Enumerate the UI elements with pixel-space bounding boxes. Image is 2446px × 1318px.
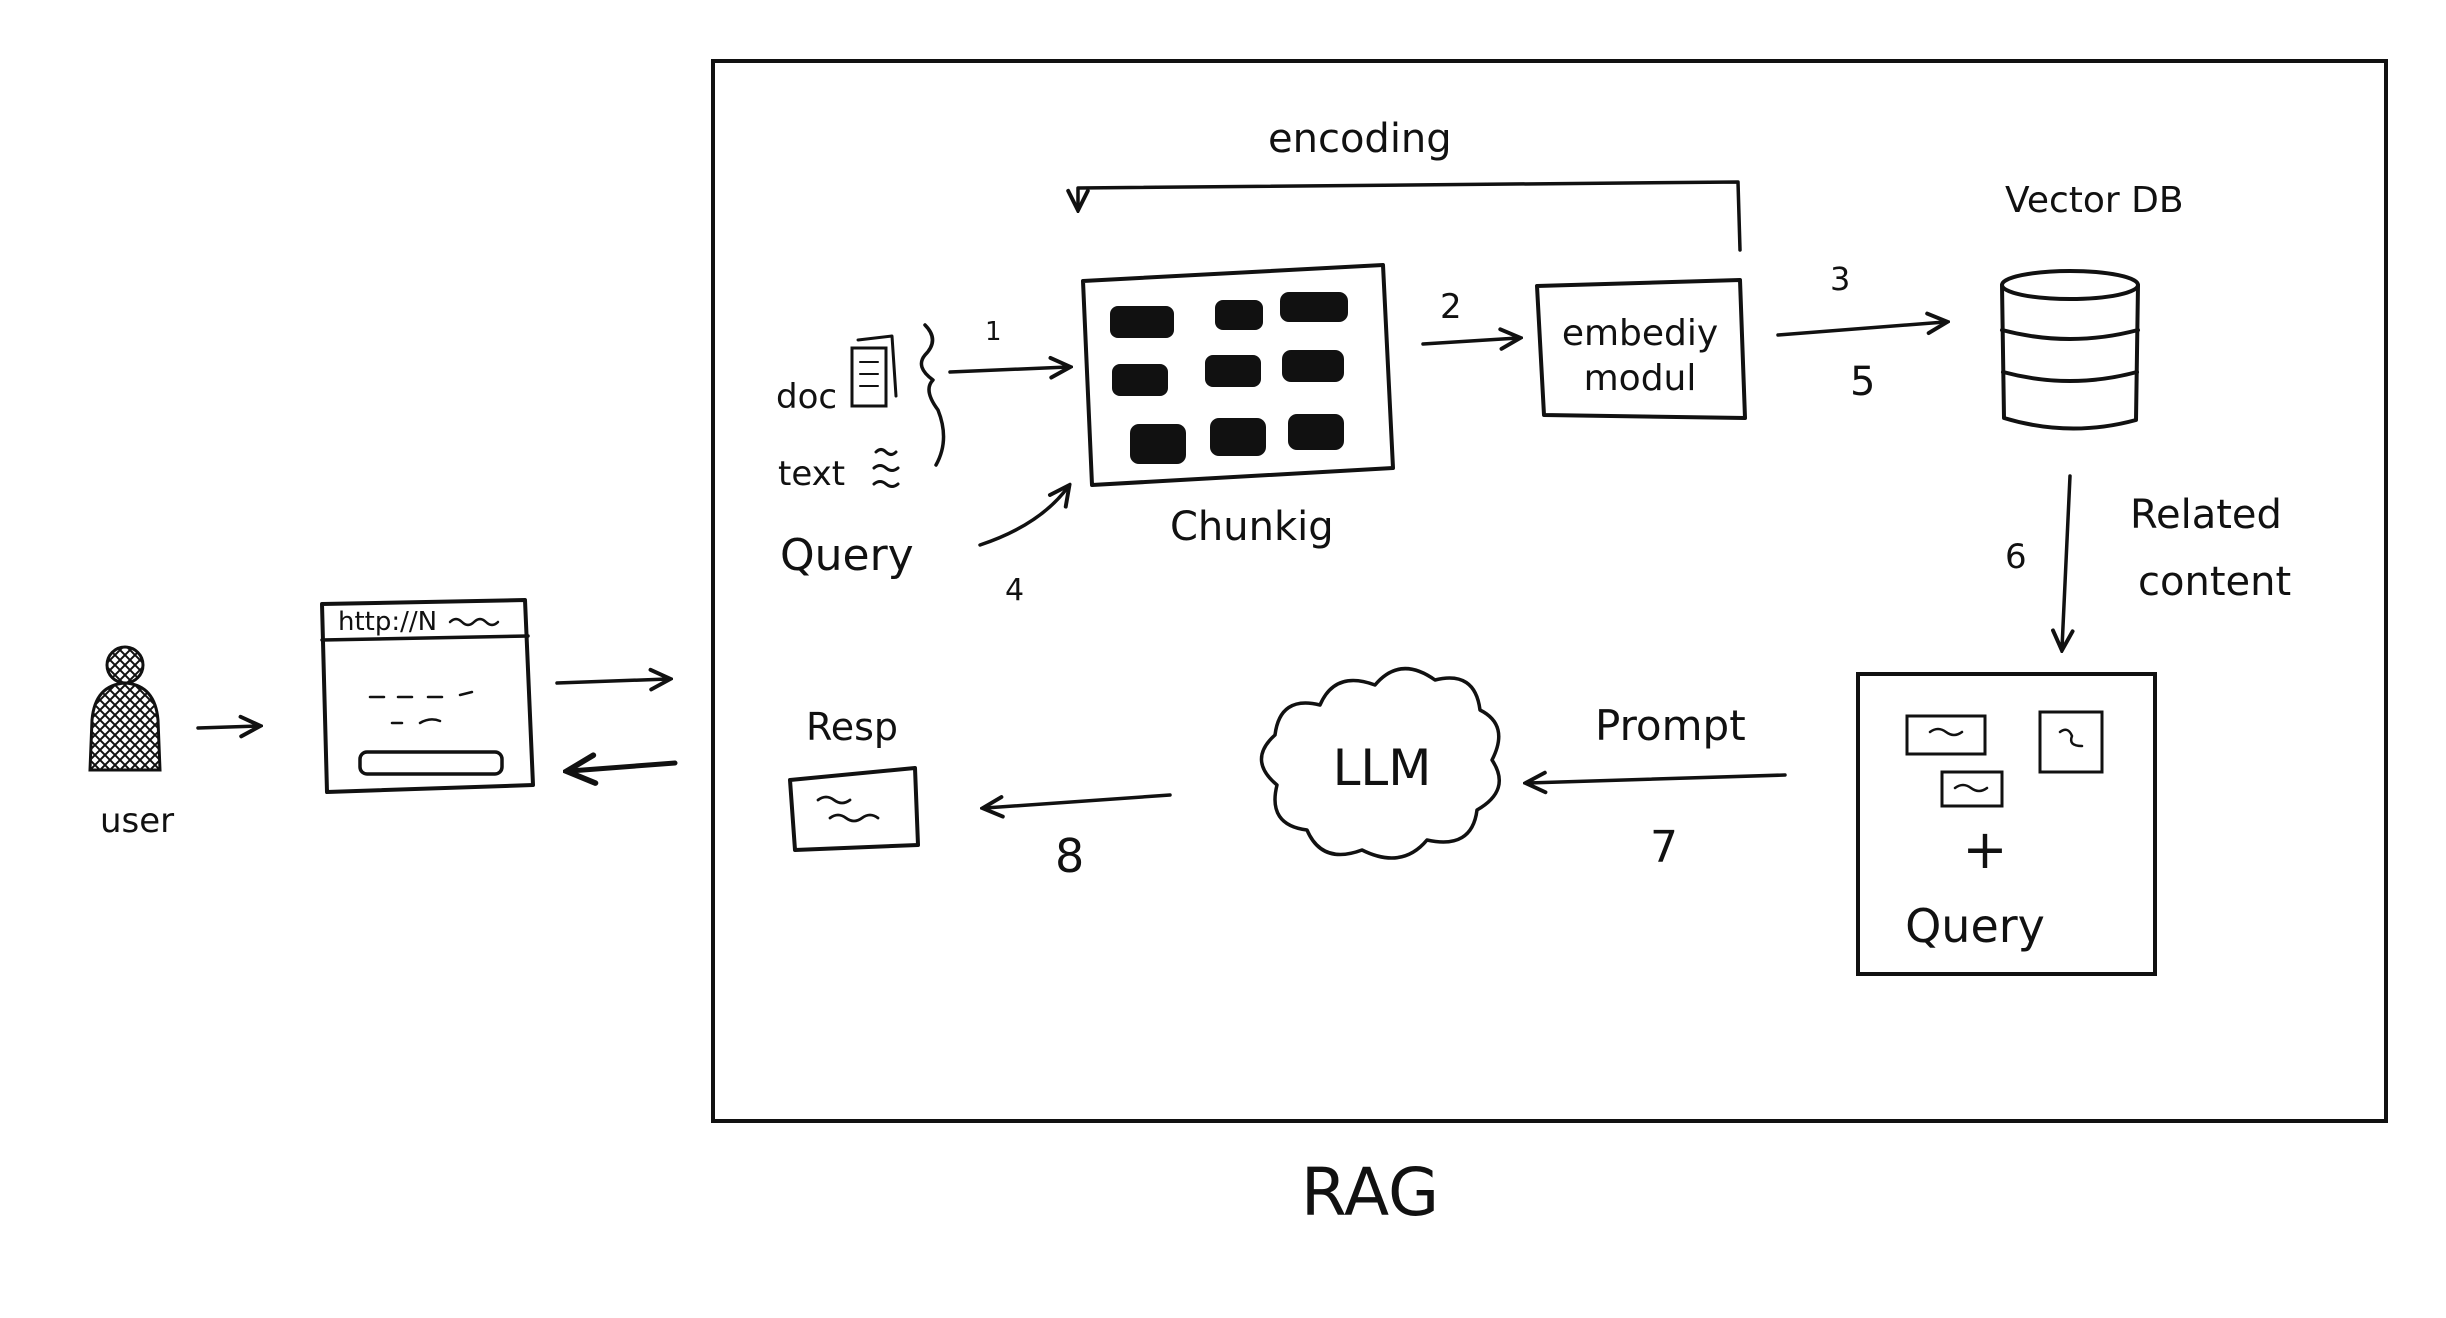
arrow-rag-to-browser: [570, 763, 678, 771]
arrow-step-7-prompt: [1528, 775, 1787, 783]
encoding-label: encoding: [1268, 116, 1452, 162]
combined-query-label: Query: [1905, 899, 2045, 953]
context-query-box: [1856, 672, 2157, 976]
prompt-label: Prompt: [1595, 701, 1746, 750]
chunk-block: [1210, 418, 1266, 456]
step-1-label: 1: [985, 317, 1002, 347]
embedding-label-line2: modul: [1584, 358, 1697, 399]
browser-window-icon: [320, 598, 535, 794]
context-snippets-icon: [1905, 710, 2104, 808]
chunk-block: [1215, 300, 1263, 330]
step-7-label: 7: [1650, 822, 1678, 873]
chunking-label: Chunkig: [1170, 504, 1334, 550]
user-figure-icon: [88, 645, 162, 772]
plus-sign: +: [1962, 818, 2007, 881]
chunk-block: [1282, 350, 1344, 382]
llm-label: LLM: [1333, 739, 1432, 797]
step-8-label: 8: [1055, 829, 1084, 883]
arrow-step-6: [2062, 474, 2070, 648]
step-5-label: 5: [1850, 359, 1875, 405]
input-brace: [919, 323, 946, 467]
arrow-user-to-browser: [196, 726, 258, 728]
arrow-step-3-5: [1776, 322, 1945, 337]
step-6-label: 6: [2005, 537, 2027, 577]
llm-cloud-icon: [1259, 666, 1501, 860]
chunk-block: [1110, 306, 1174, 338]
query-input-label: Query: [780, 530, 914, 581]
user-label: user: [100, 801, 174, 841]
encoding-feedback-arrow: [1078, 180, 1742, 252]
related-content-line1: Related: [2130, 492, 2282, 538]
embedding-module-box: [1535, 278, 1747, 420]
step-2-label: 2: [1440, 287, 1462, 327]
related-content-line2: content: [2138, 559, 2291, 605]
chunk-block: [1112, 364, 1168, 396]
diagram-caption: RAG: [1301, 1154, 1439, 1231]
embedding-label-line1: embediy: [1562, 313, 1718, 354]
rag-frame: [711, 59, 2388, 1123]
arrow-step-1: [948, 367, 1068, 372]
doc-label: doc: [776, 377, 837, 417]
chunk-block: [1288, 414, 1344, 450]
response-label: Resp: [806, 705, 898, 749]
arrow-browser-to-rag: [555, 679, 668, 683]
browser-url: http://N: [338, 607, 437, 637]
document-icon: [850, 334, 898, 408]
chunk-block: [1205, 355, 1261, 387]
arrow-step-2: [1421, 338, 1518, 344]
step-4-label: 4: [1005, 573, 1024, 608]
chunk-blocks: [1110, 292, 1348, 464]
text-label: text: [778, 454, 845, 494]
database-icon: [2000, 269, 2140, 431]
chunking-box: [1081, 263, 1395, 487]
vector-db-label: Vector DB: [2005, 180, 2184, 221]
chunk-block: [1130, 424, 1186, 464]
arrow-step-4: [978, 487, 1068, 547]
step-3-label: 3: [1830, 260, 1850, 298]
chunk-block: [1280, 292, 1348, 322]
text-wave-icon: [872, 448, 900, 488]
arrow-step-8: [985, 793, 1172, 808]
response-document-icon: [788, 766, 920, 852]
